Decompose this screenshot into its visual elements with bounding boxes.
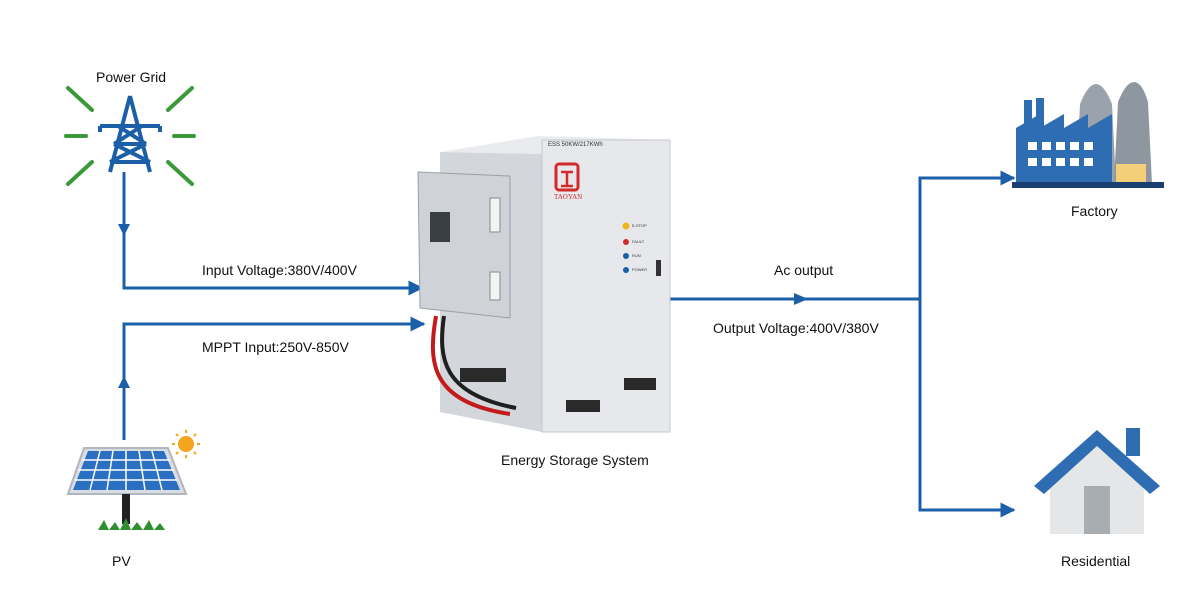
solar-panel-icon (66, 430, 200, 530)
fault-light (623, 239, 629, 245)
indicator-run-text: RUN (632, 253, 641, 258)
power-light (623, 267, 629, 273)
factory-line (918, 170, 1016, 299)
ac-output-label: Ac output (774, 262, 834, 278)
grid-down-arrow (118, 224, 130, 236)
power-grid-label: Power Grid (96, 69, 167, 85)
ess-label: Energy Storage System (501, 452, 649, 468)
factory-icon (1012, 82, 1164, 188)
mppt-input-label: MPPT Input:250V-850V (202, 339, 349, 355)
indicator-estop-text: E-STOP (632, 223, 647, 228)
residential-line (918, 299, 1016, 518)
indicator-fault-text: FAULT (632, 239, 645, 244)
house-icon (1034, 428, 1160, 534)
run-light (623, 253, 629, 259)
grid-input-voltage-label: Input Voltage:380V/400V (202, 262, 357, 278)
pv-label: PV (112, 553, 131, 569)
factory-label: Factory (1071, 203, 1118, 219)
estop-button (622, 222, 630, 230)
pv-line (122, 316, 426, 440)
grid-line (122, 172, 424, 296)
energy-storage-cabinet (417, 136, 672, 433)
pv-up-arrow (118, 376, 130, 388)
output-arrow (794, 293, 808, 305)
indicator-power-text: POWER (632, 267, 648, 272)
cabinet-brand-text: TAOYAN (554, 193, 583, 201)
power-tower-icon (64, 86, 196, 186)
output-voltage-label: Output Voltage:400V/380V (713, 320, 879, 336)
residential-label: Residential (1061, 553, 1131, 569)
cabinet-model-text: ESS 50KW/217KWh (548, 142, 603, 148)
